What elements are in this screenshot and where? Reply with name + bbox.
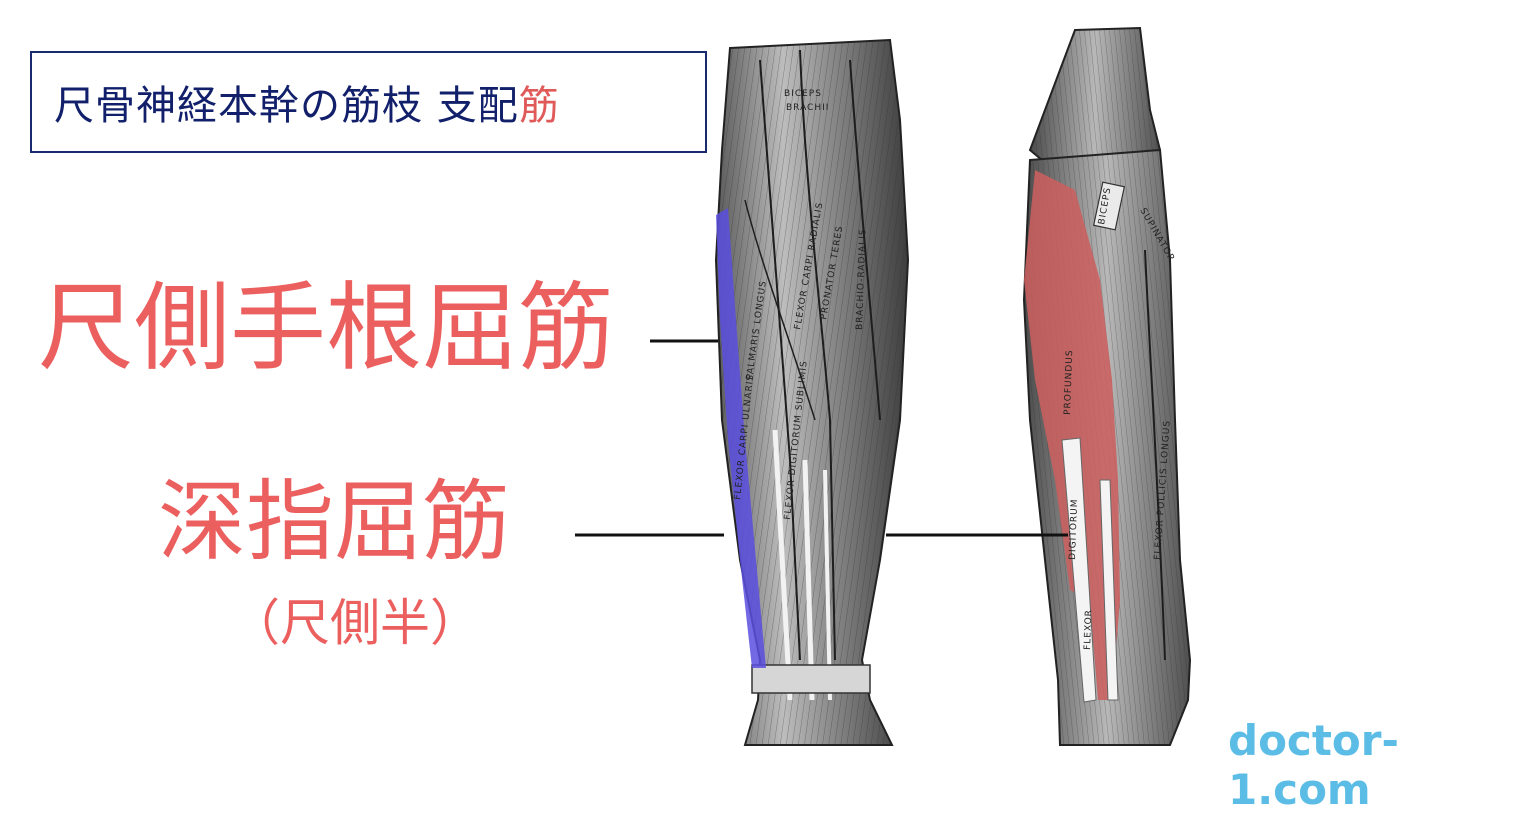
right-forearm: PROFUNDUS DIGITORUM FLEXOR BICEPS SUPINA…: [1022, 26, 1192, 746]
flexor-digitorum-profundus-highlight: [1024, 170, 1120, 700]
forearm-anatomy-illustration: BICEPS BRACHII BRACHIO-RADIALIS FLEXOR C…: [575, 26, 1192, 746]
label-digitorum: DIGITORUM: [1068, 498, 1080, 560]
left-wrist-band: [751, 664, 871, 694]
left-forearm: BICEPS BRACHII BRACHIO-RADIALIS FLEXOR C…: [714, 38, 910, 746]
label-brachio-radialis: BRACHIO-RADIALIS: [855, 228, 869, 330]
title-main: 尺骨神経本幹の筋枝 支配: [54, 83, 519, 129]
label-flexor-carpi-ulnaris: 尺側手根屈筋: [38, 272, 614, 384]
label-profundus: PROFUNDUS: [1063, 349, 1075, 415]
label-biceps: BICEPS: [784, 89, 822, 99]
title-accent: 筋: [518, 83, 560, 129]
label-flexor-digitorum-profundus: 深指屈筋: [158, 470, 511, 573]
label-brachii: BRACHII: [786, 103, 829, 113]
label-flexor-digitorum-profundus-sub: （尺側半）: [230, 594, 480, 652]
label-flexor: FLEXOR: [1083, 609, 1094, 650]
title-box: 尺骨神経本幹の筋枝 支配筋: [30, 51, 707, 153]
watermark: doctor-1.com: [1228, 716, 1399, 814]
flexor-carpi-ulnaris-highlight: [716, 208, 766, 668]
